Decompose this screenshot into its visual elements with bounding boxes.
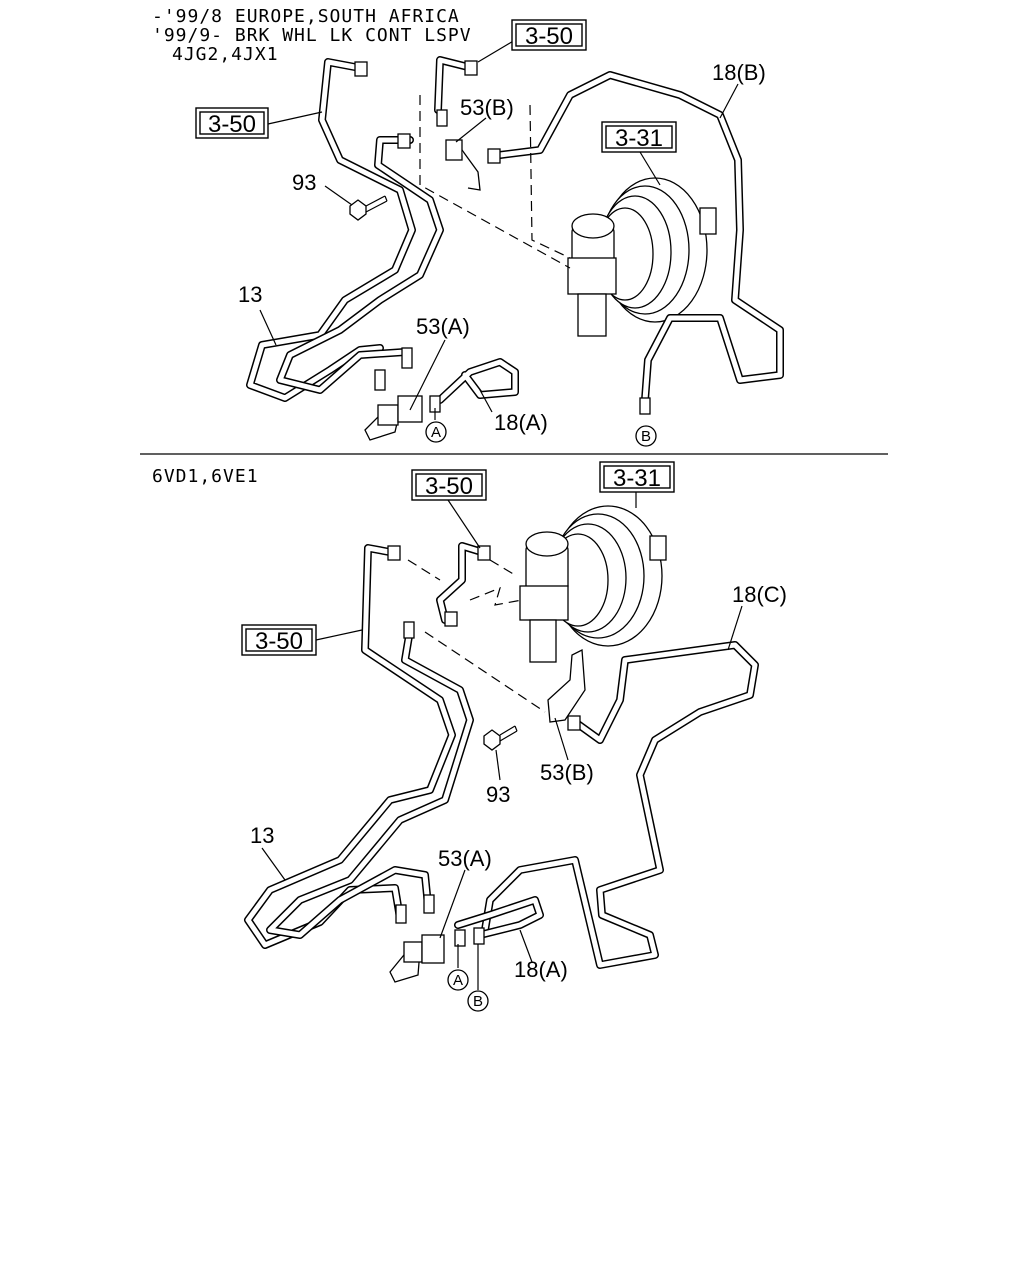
label-18a-bottom: 18(A) xyxy=(514,957,568,982)
label-18b: 18(B) xyxy=(712,60,766,85)
label-53a-bottom: 53(A) xyxy=(438,846,492,871)
ref-label: 3-50 xyxy=(525,23,573,50)
label-18a: 18(A) xyxy=(494,410,548,435)
header-bottom-line-1: 6VD1,6VE1 xyxy=(152,466,259,487)
connector-53b-top xyxy=(445,139,463,161)
marker-label: A xyxy=(431,424,441,441)
connector-53b-bottom xyxy=(547,648,586,723)
label-93: 93 xyxy=(292,170,316,195)
marker-label: B xyxy=(641,428,651,445)
label-53b: 53(B) xyxy=(460,95,514,120)
ref-label: 3-31 xyxy=(615,125,663,152)
top-section: -'99/8 EUROPE,SOUTH AFRICA '99/9- BRK WH… xyxy=(152,6,784,447)
label-53a: 53(A) xyxy=(416,314,470,339)
ref-box-3-50-top-right: 3-50 xyxy=(511,19,587,51)
label-53b-bottom: 53(B) xyxy=(540,760,594,785)
pipe-18a-bottom xyxy=(454,896,544,939)
header-line-1: -'99/8 EUROPE,SOUTH AFRICA xyxy=(152,6,460,27)
ref-label: 3-50 xyxy=(255,628,303,655)
marker-a-top: A xyxy=(425,421,447,443)
pipe-13-bottom xyxy=(244,544,474,949)
pipe-18a-top xyxy=(436,358,519,404)
marker-b-top: B xyxy=(635,425,657,447)
pipe-18c-bottom xyxy=(481,641,759,969)
label-18c: 18(C) xyxy=(732,582,787,607)
brake-booster-bottom xyxy=(519,505,667,663)
ref-box-3-50-top-left: 3-50 xyxy=(195,107,269,139)
pipe-18b-top xyxy=(496,71,784,404)
ref-box-3-31-bottom: 3-31 xyxy=(599,461,675,493)
label-13-bottom: 13 xyxy=(250,823,274,848)
junction-53a-bottom xyxy=(389,929,466,983)
header-line-2: '99/9- BRK WHL LK CONT LSPV xyxy=(152,25,472,46)
junction-53a-top xyxy=(364,395,441,441)
bolt-93-top xyxy=(349,195,388,221)
pipe-13-top xyxy=(246,58,444,402)
bolt-93-bottom xyxy=(483,725,518,751)
marker-b-bottom: B xyxy=(467,990,489,1012)
label-13: 13 xyxy=(238,282,262,307)
marker-a-bottom: A xyxy=(447,969,469,991)
ref-label: 3-50 xyxy=(208,111,256,138)
marker-label: A xyxy=(453,972,463,989)
ref-label: 3-50 xyxy=(425,473,473,500)
bottom-section: 6VD1,6VE1 xyxy=(152,461,787,1012)
brake-booster-top xyxy=(567,177,717,337)
ref-label: 3-31 xyxy=(613,465,661,492)
ref-box-3-50-bottom-left: 3-50 xyxy=(241,624,317,656)
ref-box-3-31-top: 3-31 xyxy=(601,121,677,153)
label-93-bottom: 93 xyxy=(486,782,510,807)
marker-label: B xyxy=(473,993,483,1010)
ref-box-3-50-bottom-top: 3-50 xyxy=(411,469,487,501)
header-line-3: 4JG2,4JX1 xyxy=(172,44,279,65)
